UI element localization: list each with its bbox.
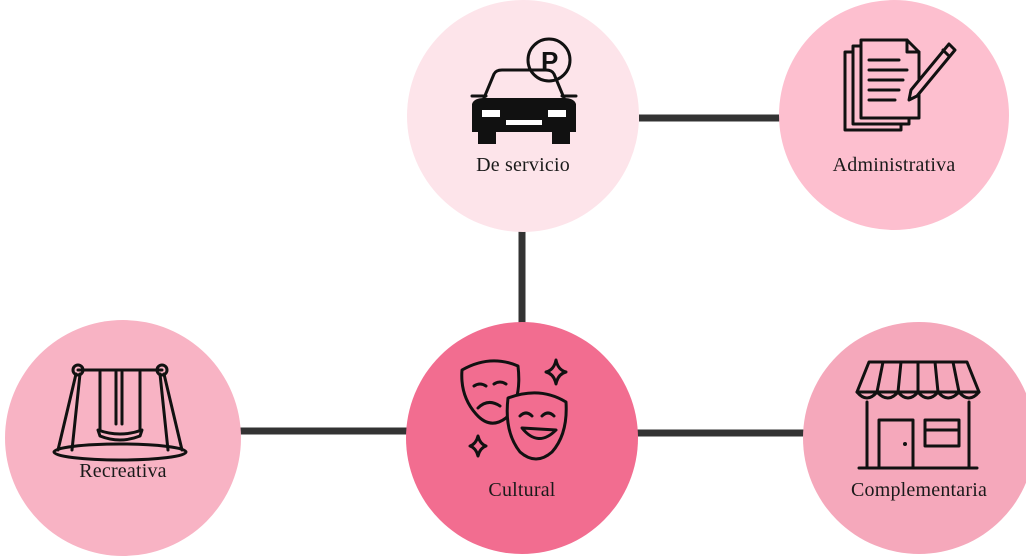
node-label: Recreativa — [79, 460, 167, 482]
theater-masks-icon — [460, 358, 568, 461]
node-de-servicio: P De servicio — [407, 0, 639, 232]
node-label: Administrativa — [832, 154, 956, 176]
node-label: Complementaria — [850, 479, 988, 501]
node-label: De servicio — [476, 154, 570, 176]
connector-lines — [240, 114, 806, 437]
documents-pen-icon — [843, 38, 957, 132]
node-complementaria: Complementaria — [803, 322, 1026, 554]
parking-car-icon: P — [470, 37, 578, 144]
swing-set-icon — [52, 363, 188, 462]
node-cultural: Cultural — [406, 322, 638, 554]
node-administrativa: Administrativa — [779, 0, 1009, 230]
storefront-icon — [855, 360, 981, 470]
node-recreativa: Recreativa — [5, 320, 241, 556]
node-label: Cultural — [488, 479, 556, 501]
